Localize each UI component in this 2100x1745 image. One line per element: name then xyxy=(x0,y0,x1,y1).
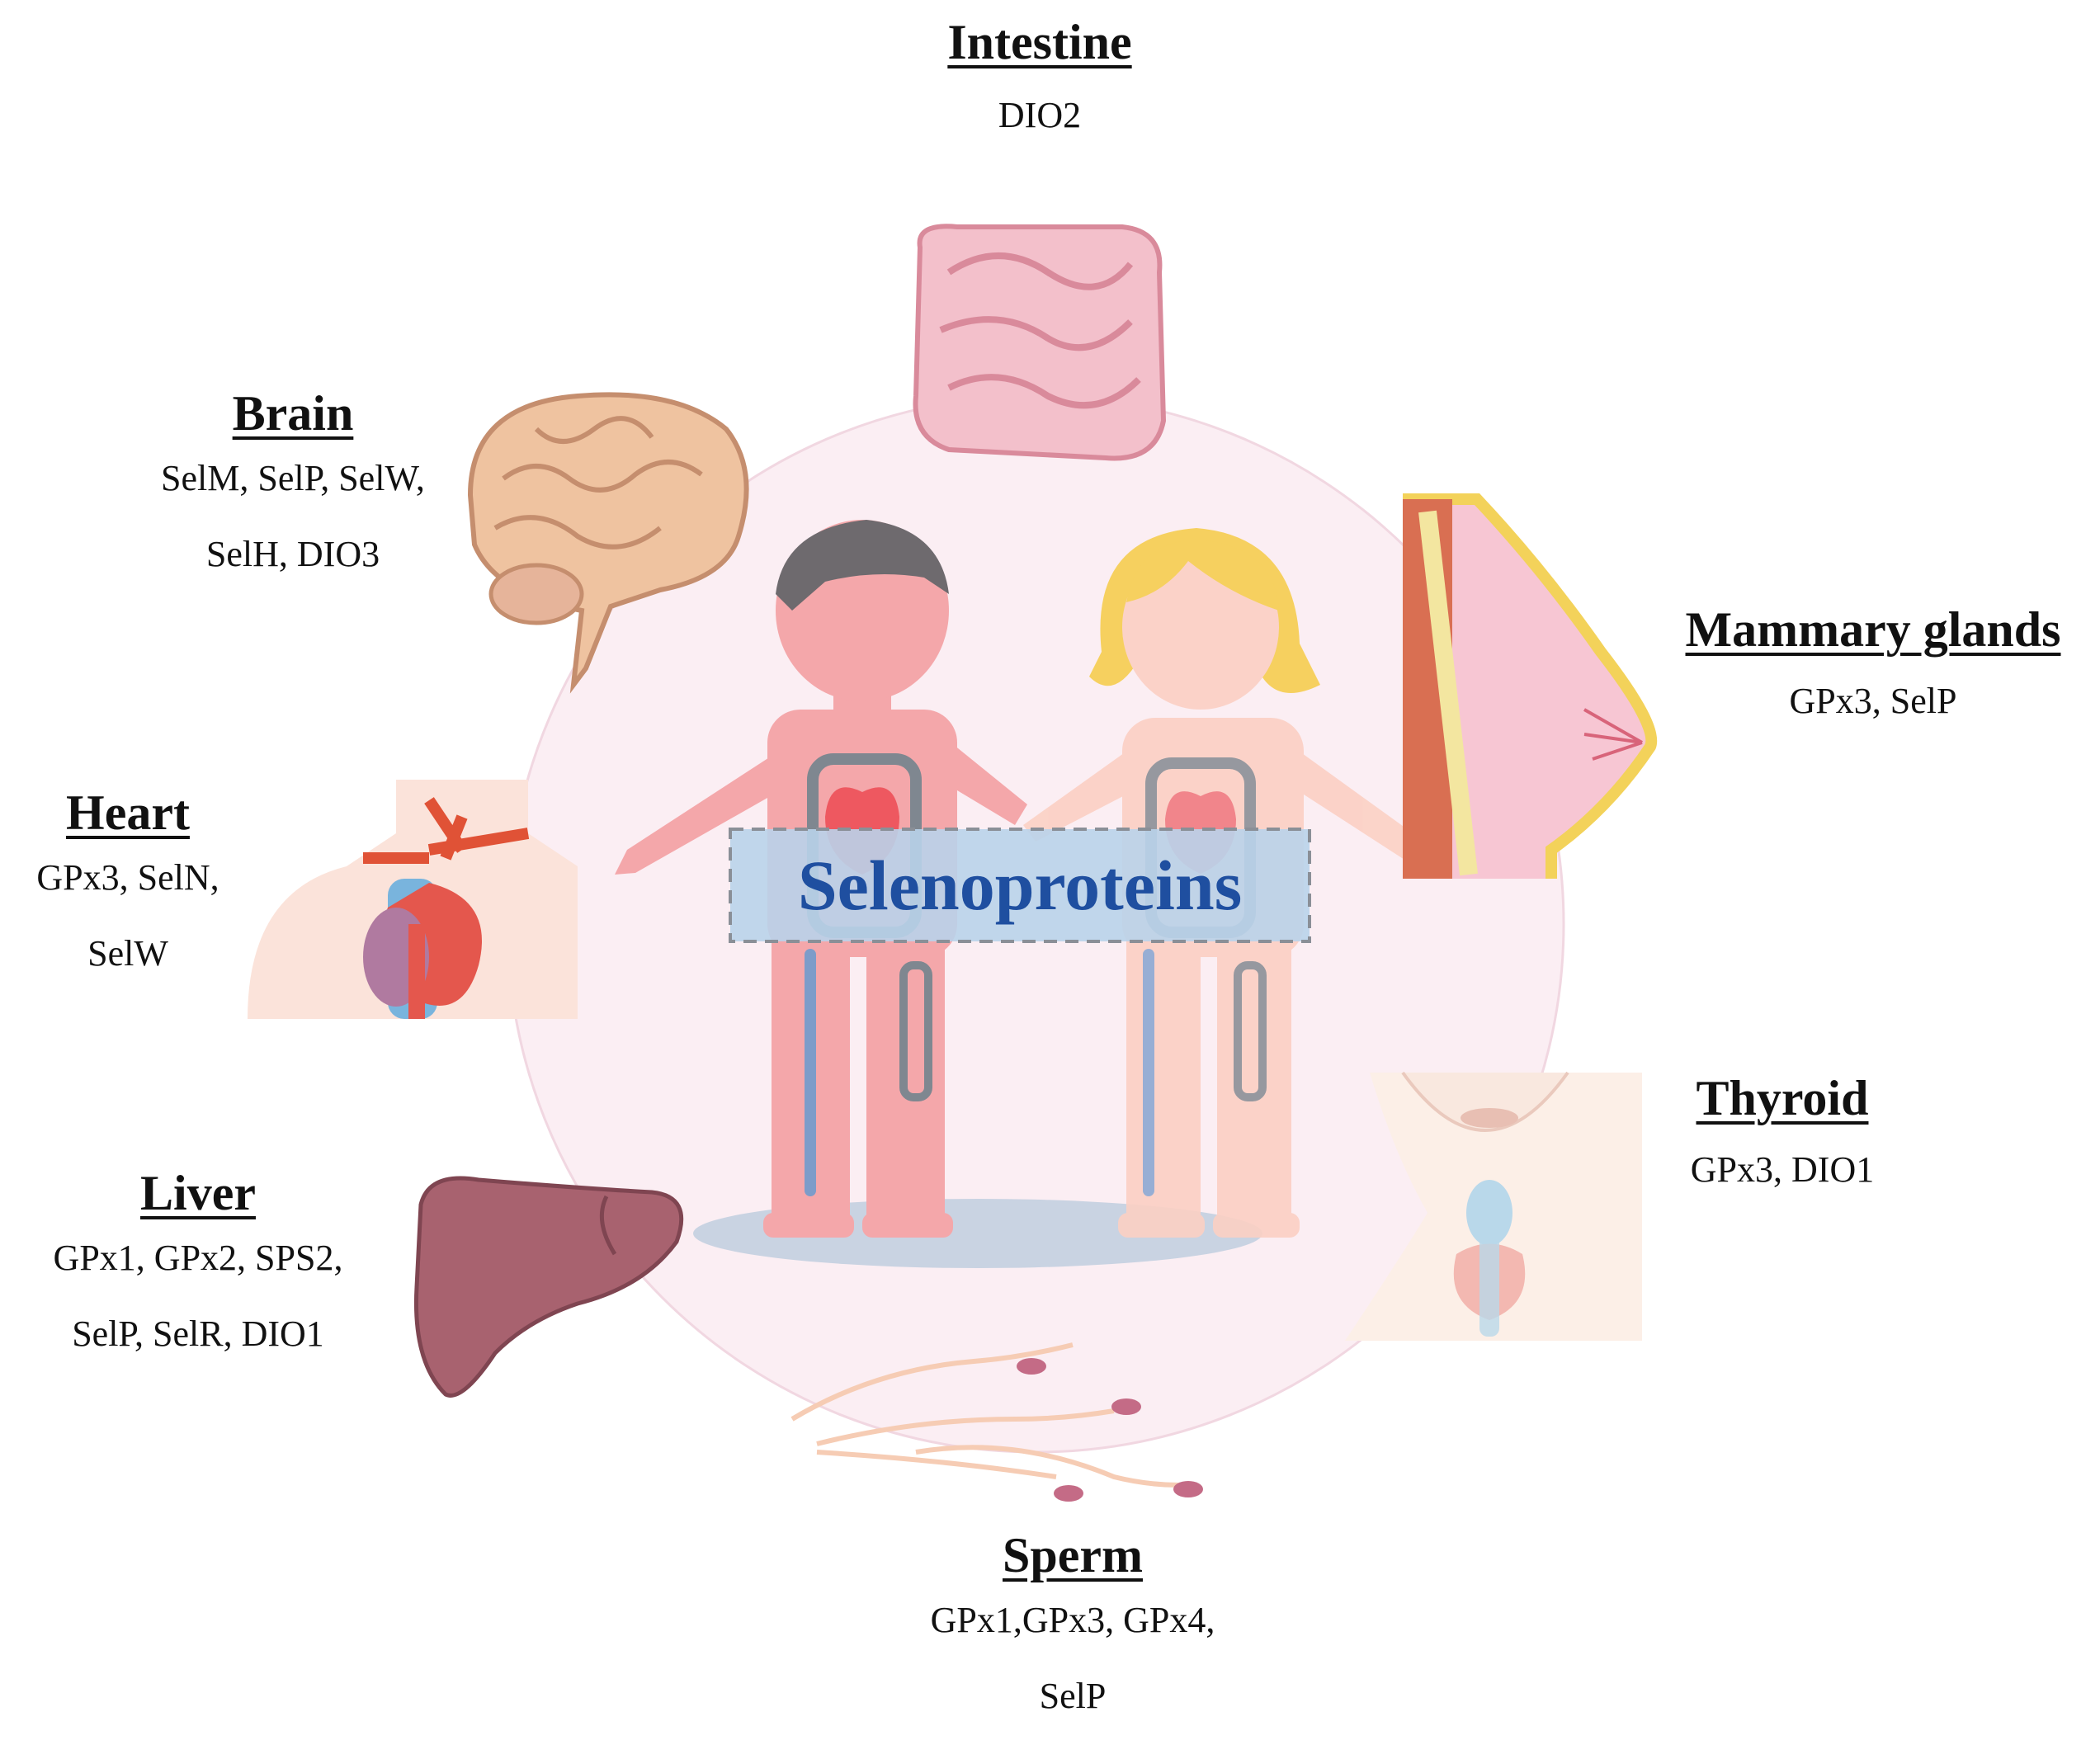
intestine-title: Intestine xyxy=(947,15,1132,69)
thyroid-title: Thyroid xyxy=(1696,1071,1869,1125)
liver-text-block: Liver GPx1, GPx2, SPS2, SelP, SelR, DIO1 xyxy=(17,1166,380,1372)
brain-illustration xyxy=(467,392,749,694)
heart-illustration xyxy=(248,780,578,1019)
brain-proteins-line-2: SelH, DIO3 xyxy=(205,534,380,574)
selenoproteins-label: Selenoproteins xyxy=(797,846,1243,925)
intestine-proteins-line-1: DIO2 xyxy=(998,95,1082,135)
mammary-title: Mammary glands xyxy=(1685,602,2061,657)
intestine-illustration xyxy=(913,224,1167,461)
heart-text-block: Heart GPx3, SelN, SelW xyxy=(8,785,248,992)
sperm-title: Sperm xyxy=(1003,1528,1143,1582)
sperm-text-block: Sperm GPx1,GPx3, GPx4, SelP xyxy=(891,1528,1254,1734)
thyroid-text-block: Thyroid GPx3, DIO1 xyxy=(1650,1071,1914,1208)
mammary-gland-illustration xyxy=(1403,493,1658,879)
brain-title: Brain xyxy=(232,386,354,441)
heart-proteins-line-1: GPx3, SelN, xyxy=(36,857,219,898)
brain-text-block: Brain SelM, SelP, SelW, SelH, DIO3 xyxy=(87,386,499,592)
sperm-proteins-line-1: GPx1,GPx3, GPx4, xyxy=(930,1600,1215,1640)
mammary-text-block: Mammary glands GPx3, SelP xyxy=(1659,602,2088,739)
male-figure-illustration xyxy=(615,520,1027,1238)
thyroid-illustration xyxy=(1345,1071,1642,1341)
liver-title: Liver xyxy=(140,1166,256,1220)
sperm-proteins-line-2: SelP xyxy=(1039,1676,1107,1716)
liver-proteins-line-2: SelP, SelR, DIO1 xyxy=(72,1313,324,1354)
heart-title: Heart xyxy=(66,785,190,840)
center-label-box xyxy=(729,828,1311,943)
mammary-proteins-line-1: GPx3, SelP xyxy=(1789,681,1957,721)
sperm-illustration xyxy=(790,1342,1203,1502)
thyroid-proteins-line-1: GPx3, DIO1 xyxy=(1690,1149,1875,1190)
brain-proteins-line-1: SelM, SelP, SelW, xyxy=(161,458,425,498)
intestine-text-block: Intestine DIO2 xyxy=(875,15,1205,153)
liver-proteins-line-1: GPx1, GPx2, SPS2, xyxy=(53,1238,343,1278)
liver-illustration xyxy=(413,1176,684,1398)
heart-proteins-line-2: SelW xyxy=(87,933,168,974)
